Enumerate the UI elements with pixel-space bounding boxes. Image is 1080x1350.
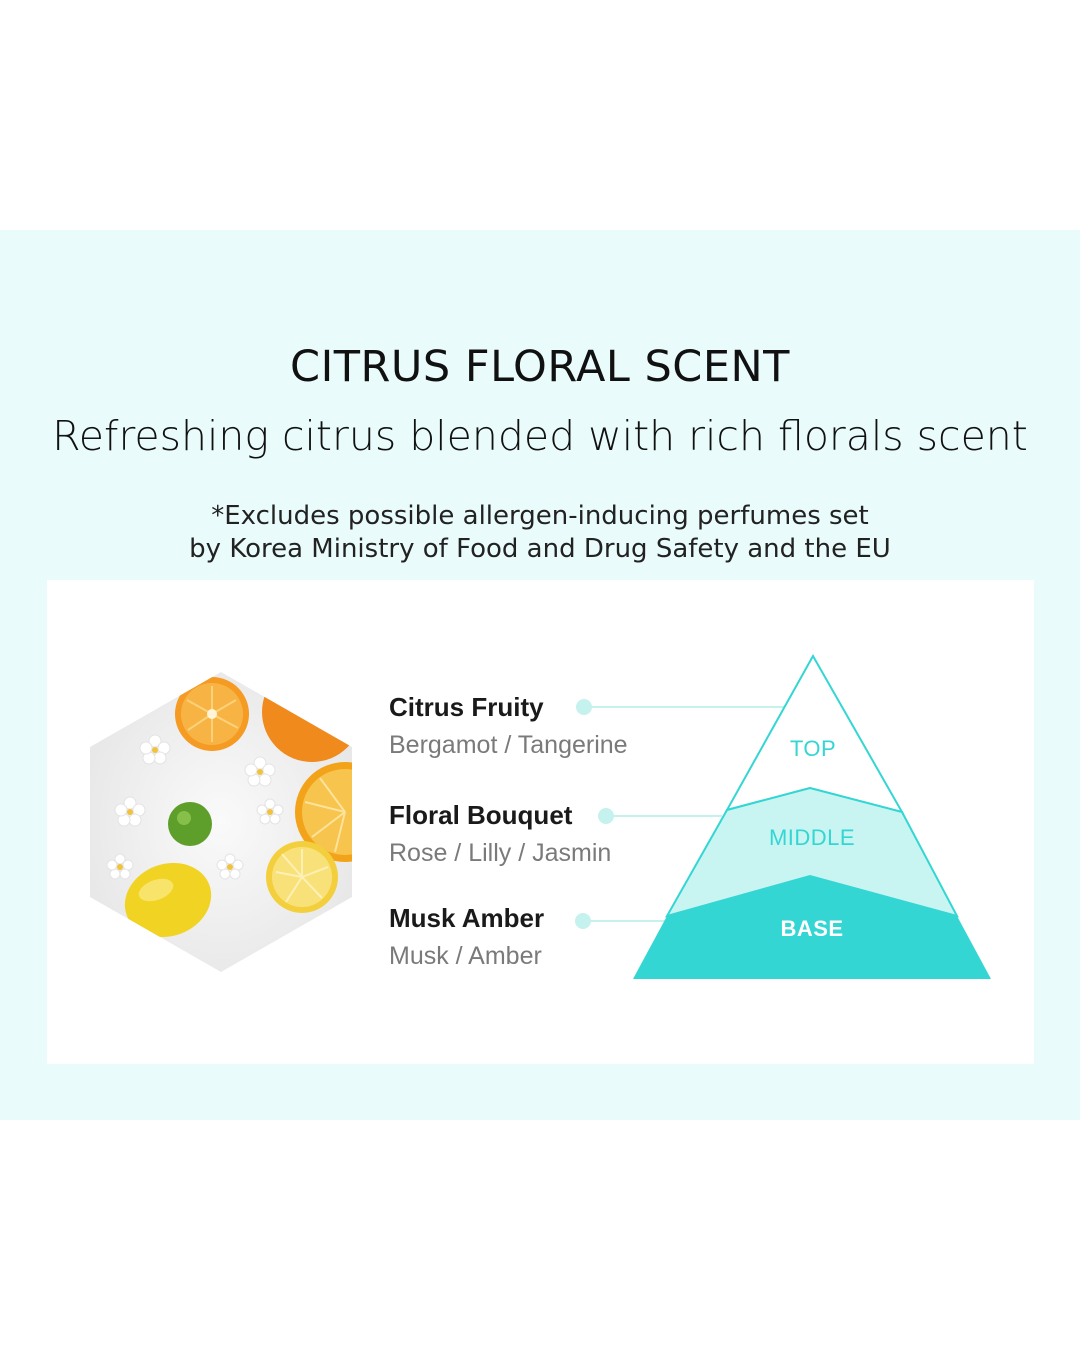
allergen-note-line2: by Korea Ministry of Food and Drug Safet… bbox=[189, 534, 891, 564]
note-base-detail: Musk / Amber bbox=[389, 942, 542, 970]
tier-label-middle: MIDDLE bbox=[769, 825, 855, 850]
tier-label-top: TOP bbox=[790, 736, 836, 761]
page-title: CITRUS FLORAL SCENT bbox=[290, 342, 790, 392]
allergen-note: *Excludes possible allergen-inducing per… bbox=[0, 500, 1080, 566]
pyramid-base-tier bbox=[633, 876, 991, 979]
note-middle: Floral Bouquet Rose / Lilly / Jasmin bbox=[389, 800, 611, 868]
connector-dot-base bbox=[575, 913, 591, 929]
note-middle-name: Floral Bouquet bbox=[389, 800, 573, 830]
lemon-fruit bbox=[124, 862, 212, 938]
note-base-name: Musk Amber bbox=[389, 903, 545, 933]
allergen-note-line1: *Excludes possible allergen-inducing per… bbox=[211, 501, 869, 531]
tier-label-base: BASE bbox=[780, 916, 843, 941]
note-top-detail: Bergamot / Tangerine bbox=[389, 731, 628, 759]
connector-dot-middle bbox=[598, 808, 614, 824]
note-base: Musk Amber Musk / Amber bbox=[389, 903, 544, 971]
note-top-name: Citrus Fruity bbox=[389, 692, 544, 722]
connector-dot-top bbox=[576, 699, 592, 715]
page-subtitle: Refreshing citrus blended with rich flor… bbox=[52, 412, 1028, 460]
lime-fruit bbox=[168, 802, 212, 846]
note-middle-detail: Rose / Lilly / Jasmin bbox=[389, 839, 612, 867]
citrus-floral-photo bbox=[90, 672, 352, 972]
note-top: Citrus Fruity Bergamot / Tangerine bbox=[389, 692, 628, 760]
